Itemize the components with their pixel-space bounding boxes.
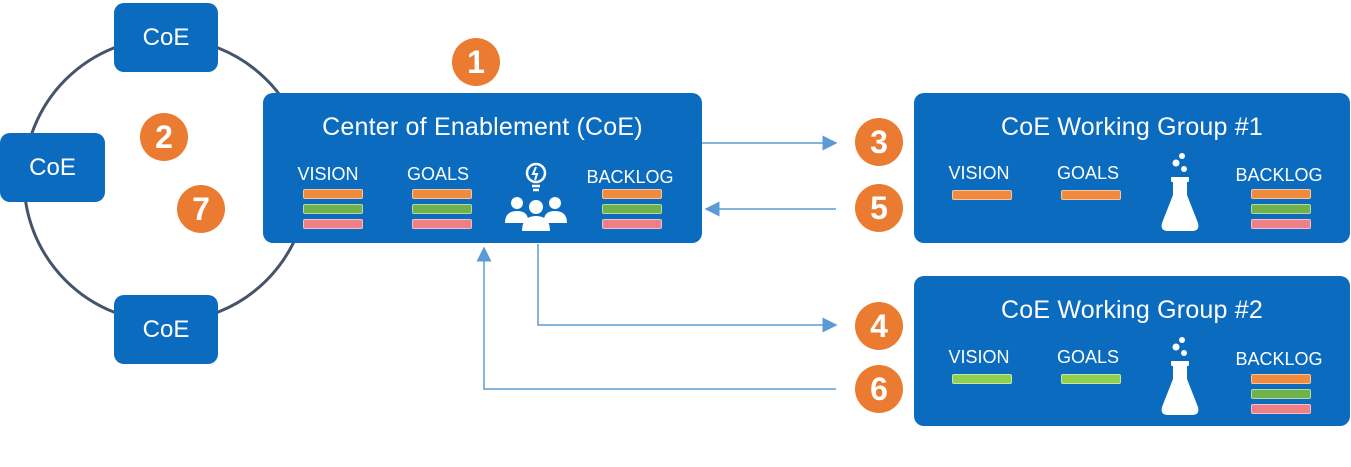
- center-vision-bar-2: [303, 204, 363, 214]
- group1-backlog-bar-2: [1251, 204, 1311, 214]
- step-badge-5: 5: [855, 184, 903, 232]
- ring-node-left: CoE: [0, 133, 105, 202]
- center-backlog-bar-1: [602, 189, 662, 199]
- center-backlog-label: BACKLOG: [586, 167, 674, 187]
- center-vision-bar-3: [303, 219, 363, 229]
- group2-goals-label: GOALS: [1056, 347, 1120, 367]
- group1-backlog-bar-1: [1251, 189, 1311, 199]
- step-badge-3: 3: [855, 118, 903, 166]
- group1-backlog-label: BACKLOG: [1235, 165, 1323, 185]
- flask-icon: [1161, 153, 1199, 231]
- group2-backlog-bar-1: [1251, 374, 1311, 384]
- group2-vision-label: VISION: [948, 347, 1010, 367]
- center-vision-bar-1: [303, 189, 363, 199]
- group1-title: CoE Working Group #1: [1001, 113, 1263, 141]
- group2-title: CoE Working Group #2: [1001, 296, 1263, 324]
- team-idea-icon: [505, 162, 567, 231]
- group1-backlog-bar-3: [1251, 219, 1311, 229]
- arrow-center-to-group2: [537, 244, 838, 333]
- step-badge-4: 4: [855, 302, 903, 350]
- group2-backlog-label: BACKLOG: [1235, 349, 1323, 369]
- ring-node-bottom: CoE: [114, 295, 218, 364]
- arrow-group2-to-center: [476, 246, 836, 390]
- group2-goals-bar: [1061, 374, 1121, 384]
- group1-goals-bar: [1061, 190, 1121, 200]
- center-goals-bar-3: [412, 219, 472, 229]
- center-title: Center of Enablement (CoE): [322, 113, 643, 141]
- step-badge-6: 6: [855, 365, 903, 413]
- step-badge-7: 7: [177, 185, 225, 233]
- group1-goals-label: GOALS: [1056, 163, 1120, 183]
- center-goals-bar-1: [412, 189, 472, 199]
- working-group-2-box: CoE Working Group #2 VISION GOALS BACKLO…: [914, 276, 1350, 426]
- group2-vision-bar: [952, 374, 1012, 384]
- step-badge-1: 1: [452, 38, 500, 86]
- center-backlog-bar-3: [602, 219, 662, 229]
- center-goals-bar-2: [412, 204, 472, 214]
- working-group-1-box: CoE Working Group #1 VISION GOALS BACKLO…: [914, 93, 1350, 243]
- flask-icon: [1161, 337, 1199, 415]
- group2-backlog-bar-2: [1251, 389, 1311, 399]
- group1-vision-label: VISION: [948, 163, 1010, 183]
- center-goals-label: GOALS: [406, 164, 470, 184]
- group1-vision-bar: [952, 190, 1012, 200]
- ring-node-top: CoE: [114, 3, 218, 72]
- group2-backlog-bar-3: [1251, 404, 1311, 414]
- step-badge-2: 2: [140, 113, 188, 161]
- center-backlog-bar-2: [602, 204, 662, 214]
- center-of-enablement-box: Center of Enablement (CoE) VISION GOALS …: [263, 93, 702, 243]
- center-vision-label: VISION: [297, 164, 359, 184]
